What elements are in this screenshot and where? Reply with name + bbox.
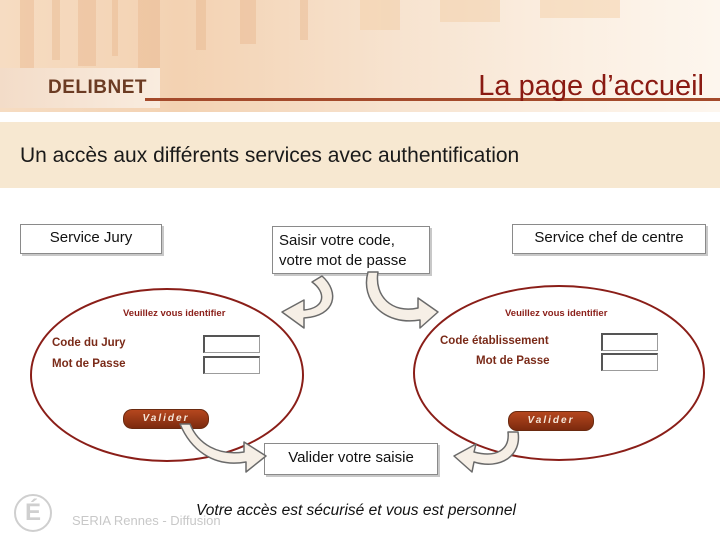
- login-centre-prompt: Veuillez vous identifier: [505, 308, 607, 319]
- arrow-to-centre-icon: [366, 272, 438, 328]
- arrow-to-jury-icon: [282, 276, 333, 328]
- jury-code-label: Code du Jury: [52, 337, 125, 349]
- centre-code-label: Code établissement: [440, 335, 549, 347]
- login-jury-prompt: Veuillez vous identifier: [123, 308, 225, 319]
- security-note: Votre accès est sécurisé et vous est per…: [196, 502, 516, 520]
- service-jury-callout: Service Jury: [20, 224, 162, 254]
- callout-line-2: votre mot de passe: [279, 251, 423, 271]
- validate-callout: Valider votre saisie: [264, 443, 438, 475]
- header-banner: DELIBNET La page d’accueil: [0, 0, 720, 112]
- ministry-logo-icon: É: [14, 494, 52, 532]
- jury-submit-button[interactable]: Valider: [123, 409, 209, 429]
- jury-password-label: Mot de Passe: [52, 358, 126, 370]
- app-logo: DELIBNET: [48, 77, 147, 99]
- centre-code-input[interactable]: [601, 333, 658, 351]
- enter-credentials-callout: Saisir votre code, votre mot de passe: [272, 226, 430, 274]
- centre-password-label: Mot de Passe: [476, 355, 550, 367]
- page-title: La page d’accueil: [478, 70, 704, 103]
- page-subtitle: Un accès aux différents services avec au…: [20, 144, 519, 168]
- jury-password-input[interactable]: [203, 356, 260, 374]
- centre-password-input[interactable]: [601, 353, 658, 371]
- callout-line-1: Saisir votre code,: [279, 231, 423, 251]
- centre-submit-button[interactable]: Valider: [508, 411, 594, 431]
- service-chef-callout: Service chef de centre: [512, 224, 706, 254]
- jury-code-input[interactable]: [203, 335, 260, 353]
